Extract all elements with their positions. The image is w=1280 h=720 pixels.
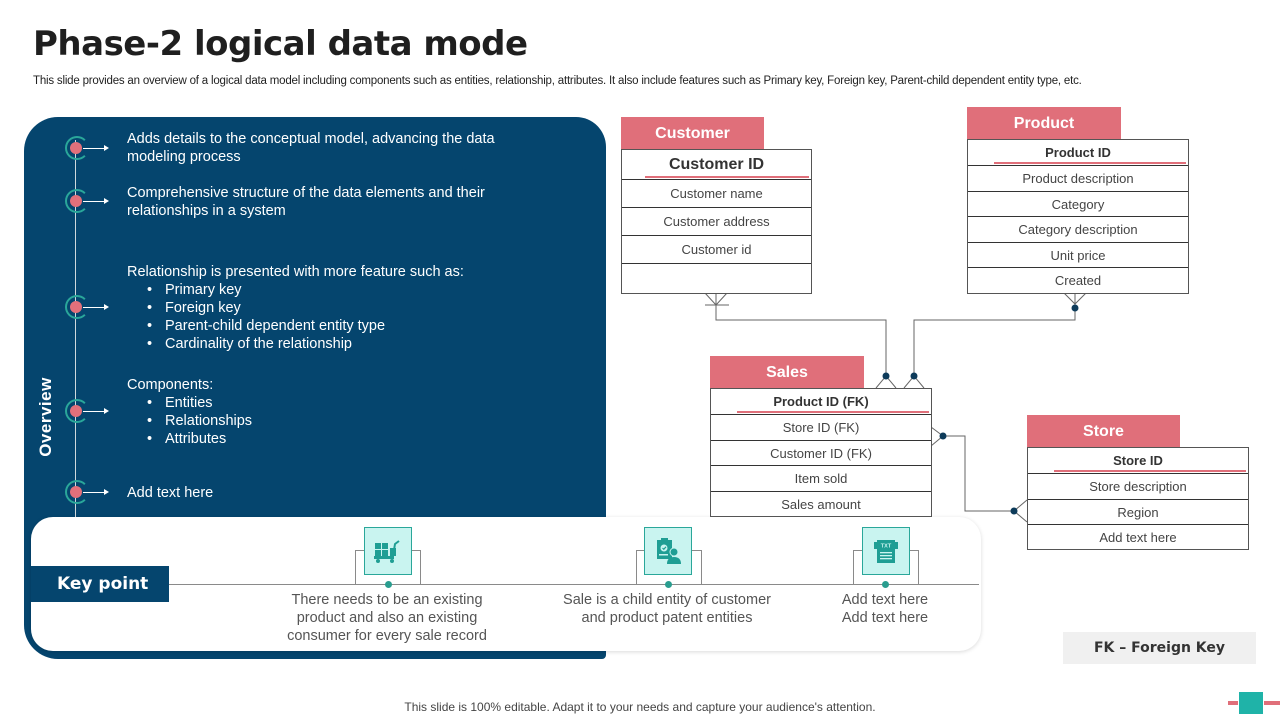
entity-header-product: Product [967, 107, 1121, 140]
key-point-text-2: Sale is a child entity of customer and p… [537, 591, 797, 627]
timeline-node-icon [65, 480, 89, 504]
key-point-dot [665, 581, 672, 588]
text-line: There needs to be an existing [291, 592, 483, 608]
bullet-item: Foreign key [147, 299, 547, 317]
key-point-text-3: Add text here Add text here [810, 591, 960, 627]
timeline-line [75, 140, 76, 520]
attribute-row: Product description [968, 166, 1188, 192]
entity-header-customer: Customer [621, 117, 764, 150]
key-point-dot [882, 581, 889, 588]
bullet-item: Primary key [147, 281, 547, 299]
entity-header-store: Store [1027, 415, 1180, 448]
attribute-row: Category [968, 192, 1188, 217]
arrow-right-icon [83, 489, 109, 495]
footer-note: This slide is 100% editable. Adapt it to… [404, 700, 876, 714]
text-line: consumer for every sale record [287, 628, 487, 644]
attribute-row: Add text here [1099, 530, 1177, 545]
attribute-row: Region [1028, 500, 1248, 525]
bullet-item: Cardinality of the relationship [147, 335, 547, 353]
text-line: Add text here [841, 610, 929, 626]
overview-item-2: Comprehensive structure of the data elem… [127, 184, 527, 220]
entity-table-store: Store ID Store description Region Add te… [1027, 447, 1249, 550]
key-point-text-1: There needs to be an existing product an… [262, 591, 512, 645]
attribute-row: Customer address [622, 208, 811, 236]
attribute-row: Store ID (FK) [711, 415, 931, 441]
attribute-row: Sales amount [781, 496, 861, 512]
text-line: product and also an existing [296, 610, 478, 626]
overview-item-1: Adds details to the conceptual model, ad… [127, 130, 527, 166]
svg-text:TXT: TXT [881, 544, 892, 550]
arrow-right-icon [83, 408, 109, 414]
timeline-node-icon [65, 295, 89, 319]
key-point-line [169, 584, 979, 585]
decorative-dash [1264, 701, 1280, 705]
overview-bullets: Primary key Foreign key Parent-child dep… [147, 281, 547, 353]
text-line: Sale is a child entity of customer [563, 592, 771, 608]
overview-item-4: Components: Entities Relationships Attri… [127, 376, 527, 448]
page-title: Phase-2 logical data mode [33, 24, 528, 64]
overview-item-text: Comprehensive structure of the data elem… [127, 185, 485, 219]
overview-item-text: Adds details to the conceptual model, ad… [127, 131, 495, 165]
bullet-item: Attributes [147, 430, 527, 448]
decorative-square [1239, 692, 1263, 714]
text-line: and product patent entities [581, 610, 753, 626]
attribute-row: Customer id [622, 236, 811, 264]
primary-key-row: Product ID [968, 140, 1188, 166]
overview-item-text: Relationship is presented with more feat… [127, 264, 464, 280]
entity-table-customer: Customer ID Customer name Customer addre… [621, 149, 812, 294]
entity-table-sales: Product ID (FK) Store ID (FK) Customer I… [710, 388, 932, 517]
entity-header-sales: Sales [710, 356, 864, 389]
timeline-node-icon [65, 399, 89, 423]
attribute-row: Unit price [968, 243, 1188, 268]
timeline-node-icon [65, 136, 89, 160]
attribute-row: Category description [968, 217, 1188, 243]
attribute-row [622, 264, 811, 293]
primary-key-row: Store ID [1028, 448, 1248, 474]
arrow-right-icon [83, 304, 109, 310]
bullet-item: Relationships [147, 412, 527, 430]
attribute-row: Customer name [622, 180, 811, 208]
txt-document-icon: TXT [862, 527, 910, 575]
attribute-row: Store description [1028, 474, 1248, 500]
overview-item-3: Relationship is presented with more feat… [127, 263, 547, 353]
overview-bullets: Entities Relationships Attributes [147, 394, 527, 448]
bullet-item: Parent-child dependent entity type [147, 317, 547, 335]
attribute-row: Customer ID (FK) [711, 441, 931, 466]
timeline-node-icon [65, 189, 89, 213]
text-line: Add text here [841, 592, 929, 608]
arrow-right-icon [83, 145, 109, 151]
key-point-dot [385, 581, 392, 588]
bullet-item: Entities [147, 394, 527, 412]
fk-legend: FK – Foreign Key [1063, 632, 1256, 664]
primary-key-row: Customer ID [622, 150, 811, 180]
attribute-row: Created [1054, 273, 1102, 288]
primary-key-row: Product ID (FK) [711, 389, 931, 415]
arrow-right-icon [83, 198, 109, 204]
clipboard-person-icon [644, 527, 692, 575]
cart-boxes-icon [364, 527, 412, 575]
overview-item-text: Add text here [127, 485, 214, 501]
attribute-row: Item sold [711, 466, 931, 492]
decorative-dash [1228, 701, 1238, 705]
overview-item-text: Components: [127, 377, 214, 393]
entity-table-product: Product ID Product description Category … [967, 139, 1189, 294]
overview-item-5: Add text here [127, 484, 527, 502]
page-subtitle: This slide provides an overview of a log… [33, 75, 1082, 87]
key-point-label: Key point [31, 566, 169, 602]
